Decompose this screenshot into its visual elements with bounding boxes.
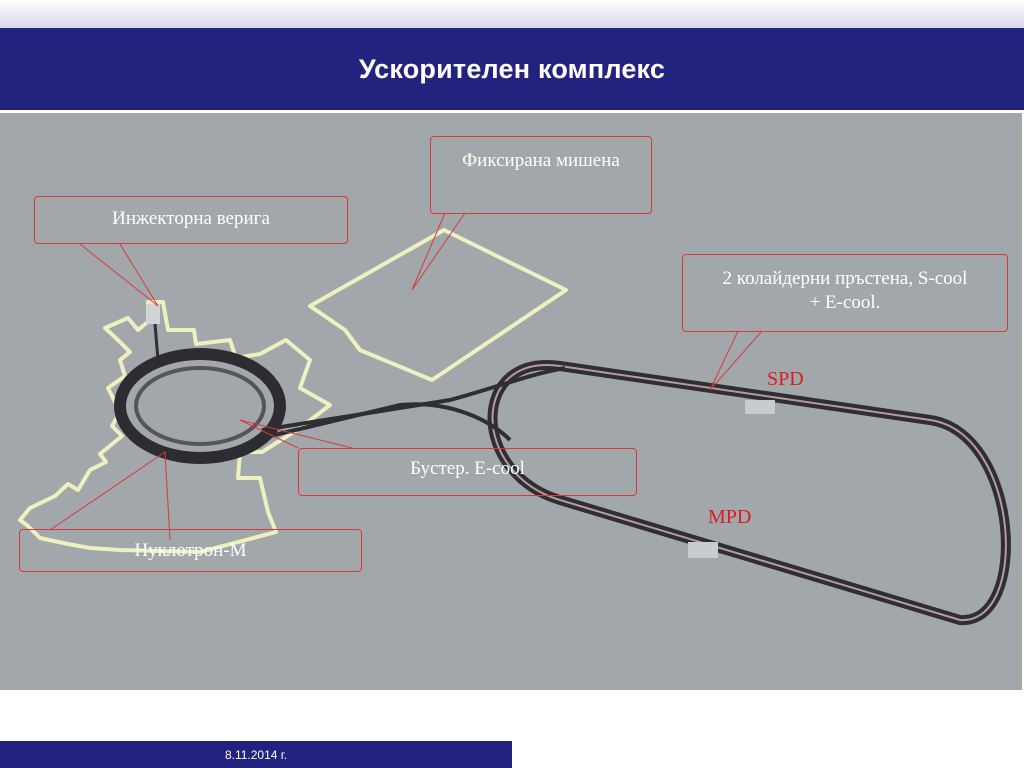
callout-collider-rings-text: 2 колайдерни пръстена, S-cool + E-cool. bbox=[722, 268, 968, 313]
injector-linac bbox=[146, 304, 160, 324]
transfer-line-upper bbox=[261, 366, 566, 432]
collider-ring-inner bbox=[491, 364, 1007, 622]
title-bar bbox=[0, 28, 1024, 110]
callout-booster-text: Бустер. E-cool bbox=[410, 458, 525, 479]
fixed-target-hall bbox=[308, 228, 568, 382]
callout-nuclotron-text: Нуклотрон-М bbox=[134, 540, 247, 561]
injector-pointer bbox=[79, 243, 159, 307]
nuclotron-ring bbox=[114, 348, 286, 464]
collider-pointer bbox=[709, 330, 763, 391]
callout-injector-chain: Инжекторна верига bbox=[34, 196, 348, 244]
nuclotron-building bbox=[18, 300, 332, 554]
accelerator-diagram bbox=[18, 212, 1011, 626]
mpd-label: MPD bbox=[708, 506, 752, 528]
slide-date: 8.11.2014 г. bbox=[224, 747, 288, 762]
spd-detector bbox=[745, 400, 775, 414]
accelerator-image bbox=[0, 113, 1022, 690]
callout-fixed-target: Фиксирана мишена bbox=[430, 136, 652, 214]
callout-fixed-target-text: Фиксирана мишена bbox=[462, 150, 620, 171]
injector-line bbox=[153, 323, 160, 361]
spd-label: SPD bbox=[767, 368, 804, 390]
transfer-line-lower bbox=[261, 402, 512, 442]
callout-booster: Бустер. E-cool bbox=[298, 448, 637, 496]
fixed-target-pointer bbox=[411, 212, 466, 291]
callout-injector-chain-text: Инжекторна верига bbox=[112, 208, 270, 229]
mpd-detector bbox=[688, 542, 718, 558]
callout-nuclotron: Нуклотрон-М bbox=[19, 529, 362, 572]
callout-collider-rings: 2 колайдерни пръстена, S-cool + E-cool. bbox=[682, 254, 1008, 332]
top-gradient-band bbox=[0, 0, 1024, 28]
slide-title: Ускорителен комплекс bbox=[358, 53, 666, 84]
nuclotron-pointer bbox=[49, 451, 171, 541]
booster-ring bbox=[134, 366, 266, 446]
footer-bar bbox=[0, 741, 512, 768]
booster-pointer bbox=[239, 419, 353, 449]
